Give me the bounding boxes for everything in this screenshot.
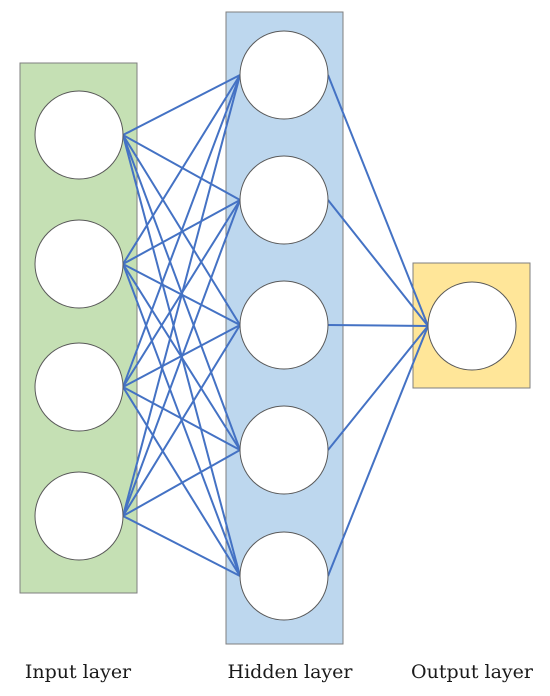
output-node-1 [427, 281, 517, 371]
connection-hidden-2-output-1 [327, 199, 429, 327]
connection-input-4-hidden-5 [122, 515, 241, 577]
input-layer-label: Input layer [25, 661, 132, 683]
connection-input-4-hidden-3 [122, 324, 241, 517]
hidden-node-2 [239, 155, 329, 245]
input-node-3 [34, 342, 124, 432]
connections [122, 74, 429, 577]
input-node-4 [34, 471, 124, 561]
hidden-node-5 [239, 531, 329, 621]
nodes [34, 30, 517, 621]
output-layer-label: Output layer [411, 661, 534, 683]
connection-hidden-4-output-1 [327, 325, 429, 451]
hidden-layer-label: Hidden layer [228, 661, 354, 683]
connection-hidden-3-output-1 [327, 324, 429, 327]
hidden-node-4 [239, 405, 329, 495]
connection-input-1-hidden-1 [122, 74, 241, 136]
connection-hidden-5-output-1 [327, 325, 429, 577]
connection-input-3-hidden-1 [122, 74, 241, 388]
connection-input-4-hidden-4 [122, 449, 241, 517]
connection-input-2-hidden-1 [122, 74, 241, 265]
hidden-node-1 [239, 30, 329, 120]
connection-input-3-hidden-4 [122, 386, 241, 451]
connection-input-4-hidden-1 [122, 74, 241, 517]
hidden-node-3 [239, 280, 329, 370]
input-node-1 [34, 90, 124, 180]
connection-input-4-hidden-2 [122, 199, 241, 517]
connection-hidden-1-output-1 [327, 74, 429, 327]
input-node-2 [34, 219, 124, 309]
connection-input-3-hidden-5 [122, 386, 241, 577]
connection-input-1-hidden-2 [122, 134, 241, 201]
